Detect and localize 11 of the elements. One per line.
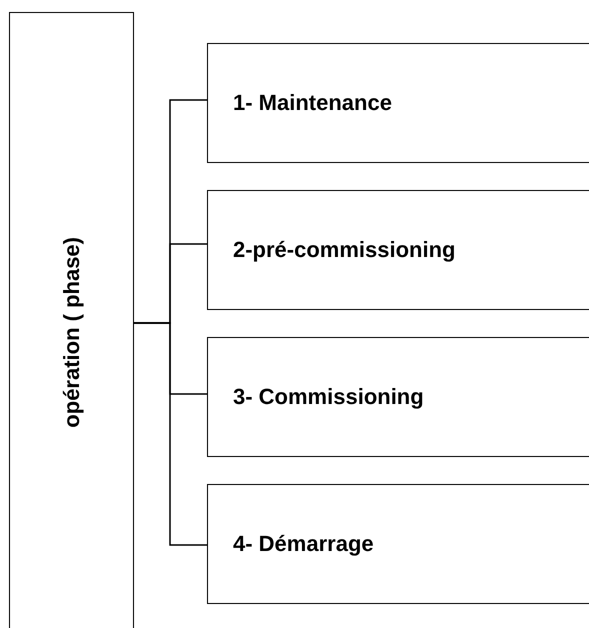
step-label: 2-pré-commissioning [233, 237, 456, 263]
step-label: 3- Commissioning [233, 384, 424, 410]
connector-line [134, 322, 207, 546]
step-box [207, 190, 589, 310]
phase-label: opération ( phase) [58, 236, 84, 428]
phase-box [9, 12, 134, 628]
step-box [207, 337, 589, 457]
step-box [207, 43, 589, 163]
step-box [207, 484, 589, 604]
step-label: 4- Démarrage [233, 531, 374, 557]
step-label: 1- Maintenance [233, 90, 392, 116]
